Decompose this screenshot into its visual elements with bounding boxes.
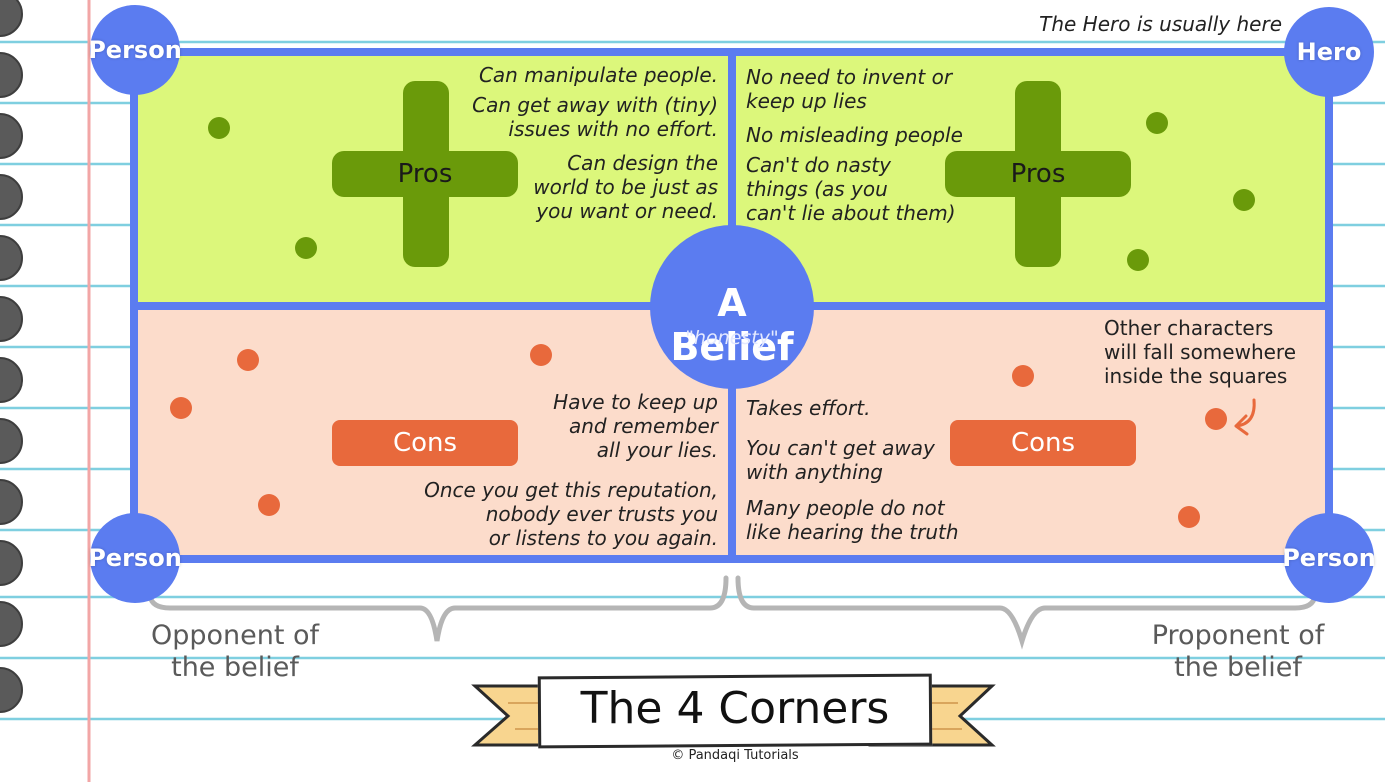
con-item: Have to keep up and remember all your li… [553,390,718,462]
banner-title: The 4 Corners [580,683,890,734]
character-dot [530,344,552,366]
character-dot [1127,249,1149,271]
pro-item: Can manipulate people. [478,63,718,87]
credit: © Pandaqi Tutorials [671,748,799,763]
con-item: Once you get this reputation, nobody eve… [424,478,718,550]
character-dot [237,349,259,371]
belief-subtitle: "honesty" [685,327,779,349]
character-dot [1012,365,1034,387]
con-item: Many people do not like hearing the trut… [746,496,959,544]
proponent-label: Proponent of the belief [1151,620,1325,683]
character-dot [1146,112,1168,134]
pros-plus-horizontal-left [332,151,518,197]
opponent-label: Opponent of the belief [150,620,320,683]
con-item: You can't get away with anything [746,436,935,484]
cons-label-right: Cons [950,420,1136,466]
corner-person-bottom-left: Person [88,513,182,603]
other-characters-note: Other characters will fall somewhere ins… [1104,316,1297,388]
pros-label-left: Pros [397,159,453,189]
pro-item: Can design the world to be just as you w… [533,151,718,223]
cons-label-left: Cons [332,420,518,466]
hero-note: The Hero is usually here [1039,12,1282,36]
curved-arrow-icon [1234,398,1256,436]
corner-person-bottom-right: Person [1282,513,1376,603]
proponent-brace [735,575,1318,650]
character-dot [1205,408,1227,430]
character-dot [170,397,192,419]
character-dot [1233,189,1255,211]
pro-item: Can get away with (tiny) issues with no … [472,93,718,141]
pros-plus-horizontal-right [945,151,1131,197]
corner-person-top-left: Person [88,5,182,95]
pro-item: No need to invent or keep up lies [746,65,953,113]
opponent-brace [147,575,729,642]
con-item: Takes effort. [746,396,871,420]
binder-holes [0,0,23,713]
character-dot [258,494,280,516]
character-dot [1178,506,1200,528]
pros-label-right: Pros [1010,159,1066,189]
character-dot [295,237,317,259]
belief-circle: A Belief "honesty" [650,225,814,389]
corner-hero-top-right: Hero [1284,7,1374,97]
character-dot [208,117,230,139]
pro-item: Can't do nasty things (as you can't lie … [746,153,956,225]
pro-item: No misleading people [746,123,963,147]
belief-title: A Belief [670,281,794,369]
